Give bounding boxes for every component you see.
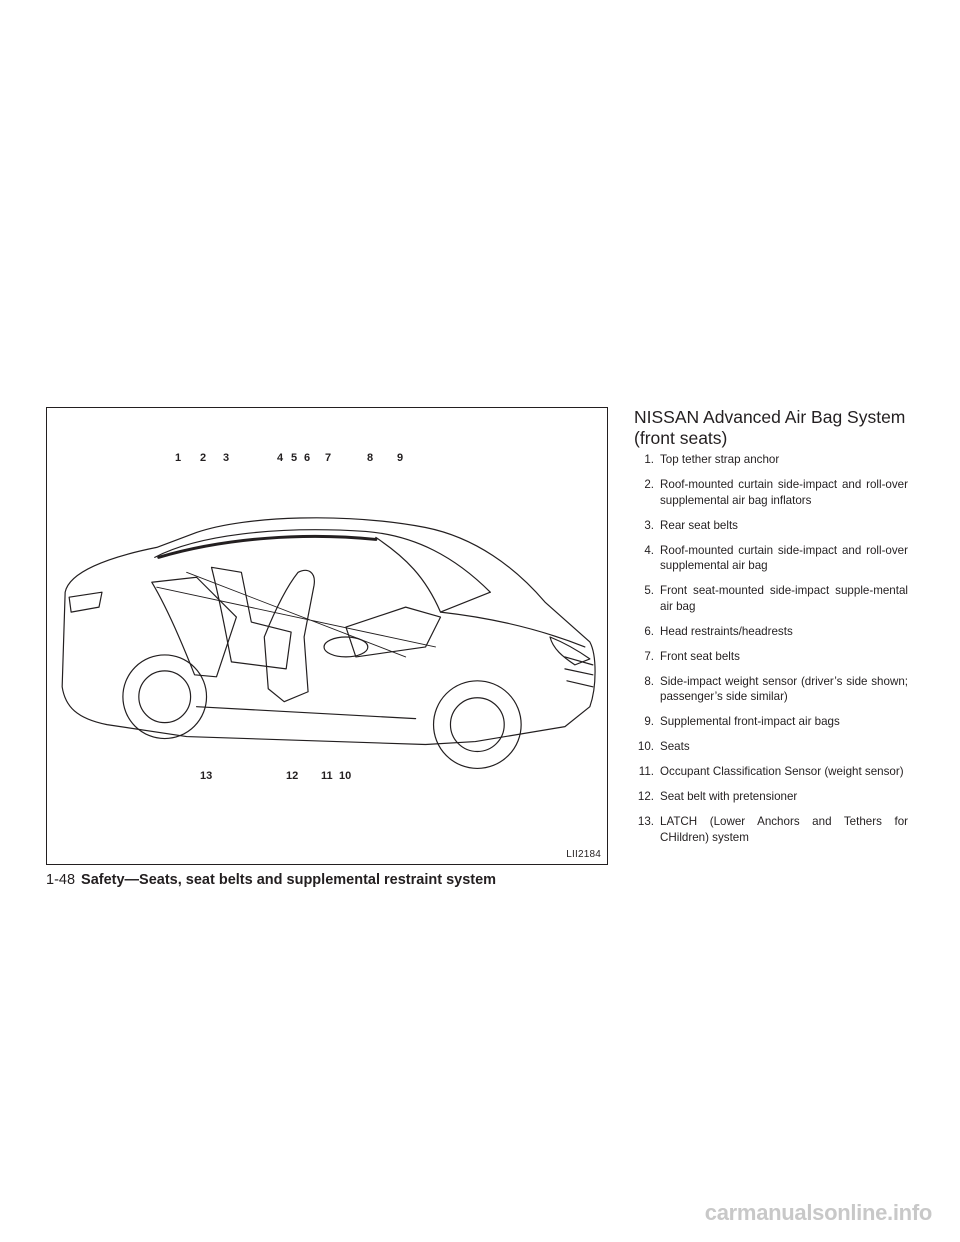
callout-label: 10	[339, 770, 352, 782]
list-item: 5. Front seat-mounted side-impact supple-…	[634, 583, 908, 614]
item-text: Supplemental front-impact air bags	[660, 715, 840, 728]
tail-light	[68, 591, 103, 613]
item-text: Top tether strap anchor	[660, 453, 780, 466]
rear-wheel	[122, 654, 208, 740]
callout-label: 5	[291, 452, 298, 464]
car-cutaway-drawing	[61, 517, 596, 770]
windshield	[375, 536, 491, 613]
item-text: Seats	[660, 740, 690, 753]
list-item: 9. Supplemental front-impact air bags	[634, 714, 908, 730]
item-text: Rear seat belts	[660, 518, 738, 532]
item-number: 5.	[644, 584, 654, 597]
callout-label: 13	[200, 770, 213, 782]
item-number: 11.	[638, 765, 654, 778]
item-text: Front seat-mounted side-impact supple-me…	[660, 584, 908, 613]
list-item: 8. Side-impact weight sensor (driver’s si…	[634, 674, 908, 705]
callout-label: 1	[175, 452, 182, 464]
item-text: LATCH (Lower Anchors and Tethers for CHi…	[660, 815, 908, 844]
list-item: 13. LATCH (Lower Anchors and Tethers for …	[634, 814, 908, 845]
item-number: 6.	[644, 624, 654, 638]
callout-label: 11	[321, 770, 333, 782]
callout-label: 4	[277, 452, 284, 464]
item-text: Seat belt with pretensioner	[660, 790, 798, 803]
curtain-airbag	[157, 534, 378, 559]
item-number: 4.	[644, 543, 654, 557]
item-number: 3.	[644, 518, 654, 532]
callout-label: 12	[286, 770, 299, 782]
callout-label: 2	[200, 452, 207, 464]
front-seat	[263, 569, 315, 703]
list-item: 10. Seats	[634, 739, 908, 755]
rear-seat	[210, 566, 292, 670]
component-list: 1. Top tether strap anchor 2. Roof-mounted…	[634, 452, 908, 855]
section-title: NISSAN Advanced Air Bag System (front se…	[634, 407, 906, 448]
item-text: Head restraints/headrests	[660, 624, 793, 638]
item-text: Roof-mounted curtain side-impact and rol…	[660, 543, 908, 573]
headlight	[549, 636, 591, 666]
item-text: Occupant Classification Sensor (weight s…	[660, 765, 904, 778]
front-grille	[564, 656, 594, 688]
item-number: 9.	[644, 715, 654, 728]
list-item: 3. Rear seat belts	[634, 518, 908, 534]
item-text: Roof-mounted curtain side-impact and rol…	[660, 478, 908, 507]
steering-wheel	[323, 636, 369, 658]
item-number: 7.	[644, 649, 654, 663]
car-body-outline	[61, 517, 596, 746]
list-item: 1. Top tether strap anchor	[634, 452, 908, 468]
list-item: 4. Roof-mounted curtain side-impact and r…	[634, 543, 908, 574]
open-door	[151, 576, 237, 678]
item-text: Front seat belts	[660, 649, 740, 663]
item-number: 8.	[644, 674, 654, 688]
callout-label: 3	[223, 452, 230, 464]
front-wheel	[432, 680, 522, 770]
list-item: 7. Front seat belts	[634, 649, 908, 665]
callout-label: 8	[367, 452, 374, 464]
list-item: 11. Occupant Classification Sensor (weigh…	[634, 764, 908, 780]
callout-label: 7	[325, 452, 332, 464]
callout-label: 9	[397, 452, 404, 464]
item-number: 13.	[637, 815, 654, 828]
list-item: 6. Head restraints/headrests	[634, 624, 908, 640]
dashboard	[345, 606, 442, 658]
door-sill	[195, 706, 417, 720]
list-item: 12. Seat belt with pretensioner	[634, 789, 908, 805]
site-watermark: carmanualsonline.info	[704, 1200, 933, 1225]
item-number: 2.	[644, 478, 654, 491]
page-number: 1-48	[46, 872, 76, 888]
page-footer: 1-48 Safety—Seats, seat belts and supplem…	[46, 872, 496, 888]
figure-id: LII2184	[566, 849, 601, 860]
item-text: Side-impact weight sensor (driver’s side…	[660, 674, 908, 704]
list-item: 2. Roof-mounted curtain side-impact and r…	[634, 477, 908, 508]
chapter-title: Safety—Seats, seat belts and supplementa…	[81, 872, 497, 888]
hood	[439, 611, 586, 648]
vehicle-illustration: 1 2 3 4 5 6 7 8 9 13 12 11 10 LII2184	[46, 407, 608, 865]
item-number: 10.	[637, 740, 654, 753]
callout-label: 6	[304, 452, 311, 464]
item-number: 12.	[637, 790, 654, 803]
roof-line	[154, 529, 491, 593]
item-number: 1.	[644, 453, 654, 466]
